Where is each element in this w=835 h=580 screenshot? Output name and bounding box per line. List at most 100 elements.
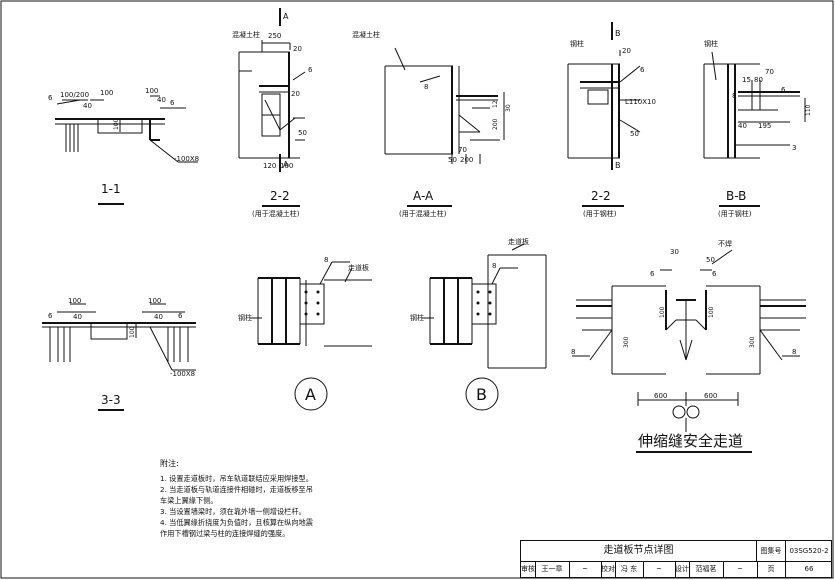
cut-label-a: A: [283, 12, 289, 21]
review-label: 审核: [521, 561, 536, 577]
dim-100: 100: [280, 162, 293, 170]
dim-100: 100: [100, 89, 113, 97]
cut-label-b: B: [615, 29, 621, 38]
weld-size: 8: [732, 92, 736, 100]
general-notes: 附注: 1. 设置走道板时，吊车轨道联结应采用焊接型。 2. 当走道板与轨道连接…: [160, 458, 460, 539]
dim-40: 40: [154, 313, 163, 321]
steel-column-label: 钢柱: [704, 39, 718, 48]
dim-50: 50: [448, 156, 457, 164]
note-item: 1. 设置走道板时，吊车轨道联结应采用焊接型。: [160, 474, 313, 483]
dim-300: 300: [623, 336, 630, 348]
dim-15: 15: [742, 76, 751, 84]
weld-size: 8: [492, 262, 496, 270]
dim-250: 250: [268, 32, 281, 40]
dim-200: 200: [492, 118, 499, 130]
weld-size: 6: [712, 270, 717, 278]
dim-50: 50: [298, 129, 307, 137]
atlas-number: 03SG520-2: [789, 547, 829, 555]
note-item: 3. 当设置墙梁时，须在靠外墙一侧增设栏杆。: [160, 507, 306, 516]
note-item: 2. 当走道板与轨道连接件相碰时，走道板移至吊: [160, 485, 313, 494]
walkway-plate-label: 走道板: [348, 263, 369, 272]
dim-40: 40: [157, 96, 166, 104]
dim-100: 100: [708, 306, 715, 318]
dim-30: 30: [505, 104, 512, 112]
dim-600: 600: [704, 392, 717, 400]
weld-size: 6: [170, 99, 175, 107]
designer-name: 范福茗: [689, 561, 724, 577]
checker-name: 冯 东: [615, 561, 644, 577]
dim-200: 200: [460, 156, 473, 164]
page-number: 66: [804, 565, 814, 573]
weld-size: 3: [792, 144, 796, 152]
dim-20: 20: [291, 90, 300, 98]
dim-100: 100: [68, 297, 81, 305]
dim-110: 110: [805, 104, 812, 116]
section-title-2-2: 2-2: [270, 189, 290, 203]
note-item: 作用下槽钢过梁与柱的连接焊缝的强度。: [160, 529, 290, 538]
note-item: 车梁上翼缘下侧。: [160, 496, 218, 505]
dim-30: 30: [670, 248, 679, 256]
note-item: 4. 当低翼缘折挠度为负值时，且核算在纵向地震: [160, 518, 313, 527]
walkway-plate-label: 走道板: [508, 237, 529, 246]
section-title-3-3: 3-3: [101, 393, 121, 407]
section-title-b-b: B-B: [726, 189, 746, 203]
plate-label: -100X8: [174, 155, 199, 163]
dim-40: 40: [83, 102, 92, 110]
dim-100: 100: [659, 306, 666, 318]
notes-title: 附注:: [160, 459, 179, 468]
designer-signature: ~: [723, 561, 758, 577]
concrete-column-label: 混凝土柱: [232, 30, 260, 39]
section-subtitle: (用于混凝土柱): [399, 209, 447, 218]
section-1-1: 6 100/200 100 40 100 40 6 100 -100X8 1-1: [48, 87, 199, 205]
dim-100-200: 100/200: [60, 91, 89, 99]
weld-size: 6: [781, 86, 786, 94]
detail-a: 8 走道板 钢柱 A: [238, 256, 372, 411]
steel-column-label: 钢柱: [570, 39, 584, 48]
check-label: 校对: [601, 561, 616, 577]
dim-300: 300: [749, 336, 756, 348]
concrete-column-label: 混凝土柱: [352, 30, 380, 39]
expansion-walkway-title: 伸缩缝安全走道: [638, 432, 743, 450]
detail-label-b: B: [476, 385, 487, 404]
weld-size: 6: [650, 270, 655, 278]
dim-600: 600: [654, 392, 667, 400]
dim-80: 80: [754, 76, 763, 84]
checker-signature: ~: [643, 561, 676, 577]
weld-size: 6: [178, 312, 183, 320]
weld-size: 8: [571, 348, 575, 356]
dim-40: 40: [738, 122, 747, 130]
detail-label-a: A: [305, 385, 316, 404]
title-block: 走道板节点详图 图集号 03SG520-2 审核 王一章 ~ 校对 冯 东 ~ …: [520, 540, 832, 578]
page-label: 页: [757, 561, 786, 577]
dim-50: 50: [630, 130, 639, 138]
weld-size: 6: [640, 66, 645, 74]
dim-50: 50: [706, 256, 715, 264]
dim-120: 120: [263, 162, 276, 170]
weld-size: 6: [48, 312, 53, 320]
title-row: 走道板节点详图 图集号 03SG520-2: [521, 541, 831, 562]
reviewer-name: 王一章: [535, 561, 570, 577]
dim-12: 12: [492, 100, 499, 108]
dim-70: 70: [765, 68, 774, 76]
weld-size: 6: [48, 94, 53, 102]
weld-size: 8: [792, 348, 796, 356]
section-title-2-2: 2-2: [591, 189, 611, 203]
drawing-title: 走道板节点详图: [521, 541, 757, 561]
section-subtitle: (用于钢柱): [583, 209, 617, 218]
dim-100: 100: [148, 297, 161, 305]
angle-label: L110X10: [625, 98, 656, 106]
steel-column-label: 钢柱: [238, 313, 252, 322]
reviewer-signature: ~: [569, 561, 602, 577]
detail-b: 8 走道板 钢柱 B: [410, 237, 547, 411]
section-2-2-steel: B B 钢柱 20 6 L110X10 50 2-2 (用于钢柱): [567, 22, 656, 218]
atlas-label: 图集号: [757, 541, 786, 561]
section-title-a-a: A-A: [413, 189, 434, 203]
dim-100: 100: [129, 326, 136, 338]
dim-40: 40: [73, 313, 82, 321]
section-subtitle: (用于钢柱): [718, 209, 752, 218]
weld-size: 8: [424, 83, 428, 91]
plate-label: -100X8: [170, 370, 195, 378]
steel-column-label: 钢柱: [410, 313, 424, 322]
